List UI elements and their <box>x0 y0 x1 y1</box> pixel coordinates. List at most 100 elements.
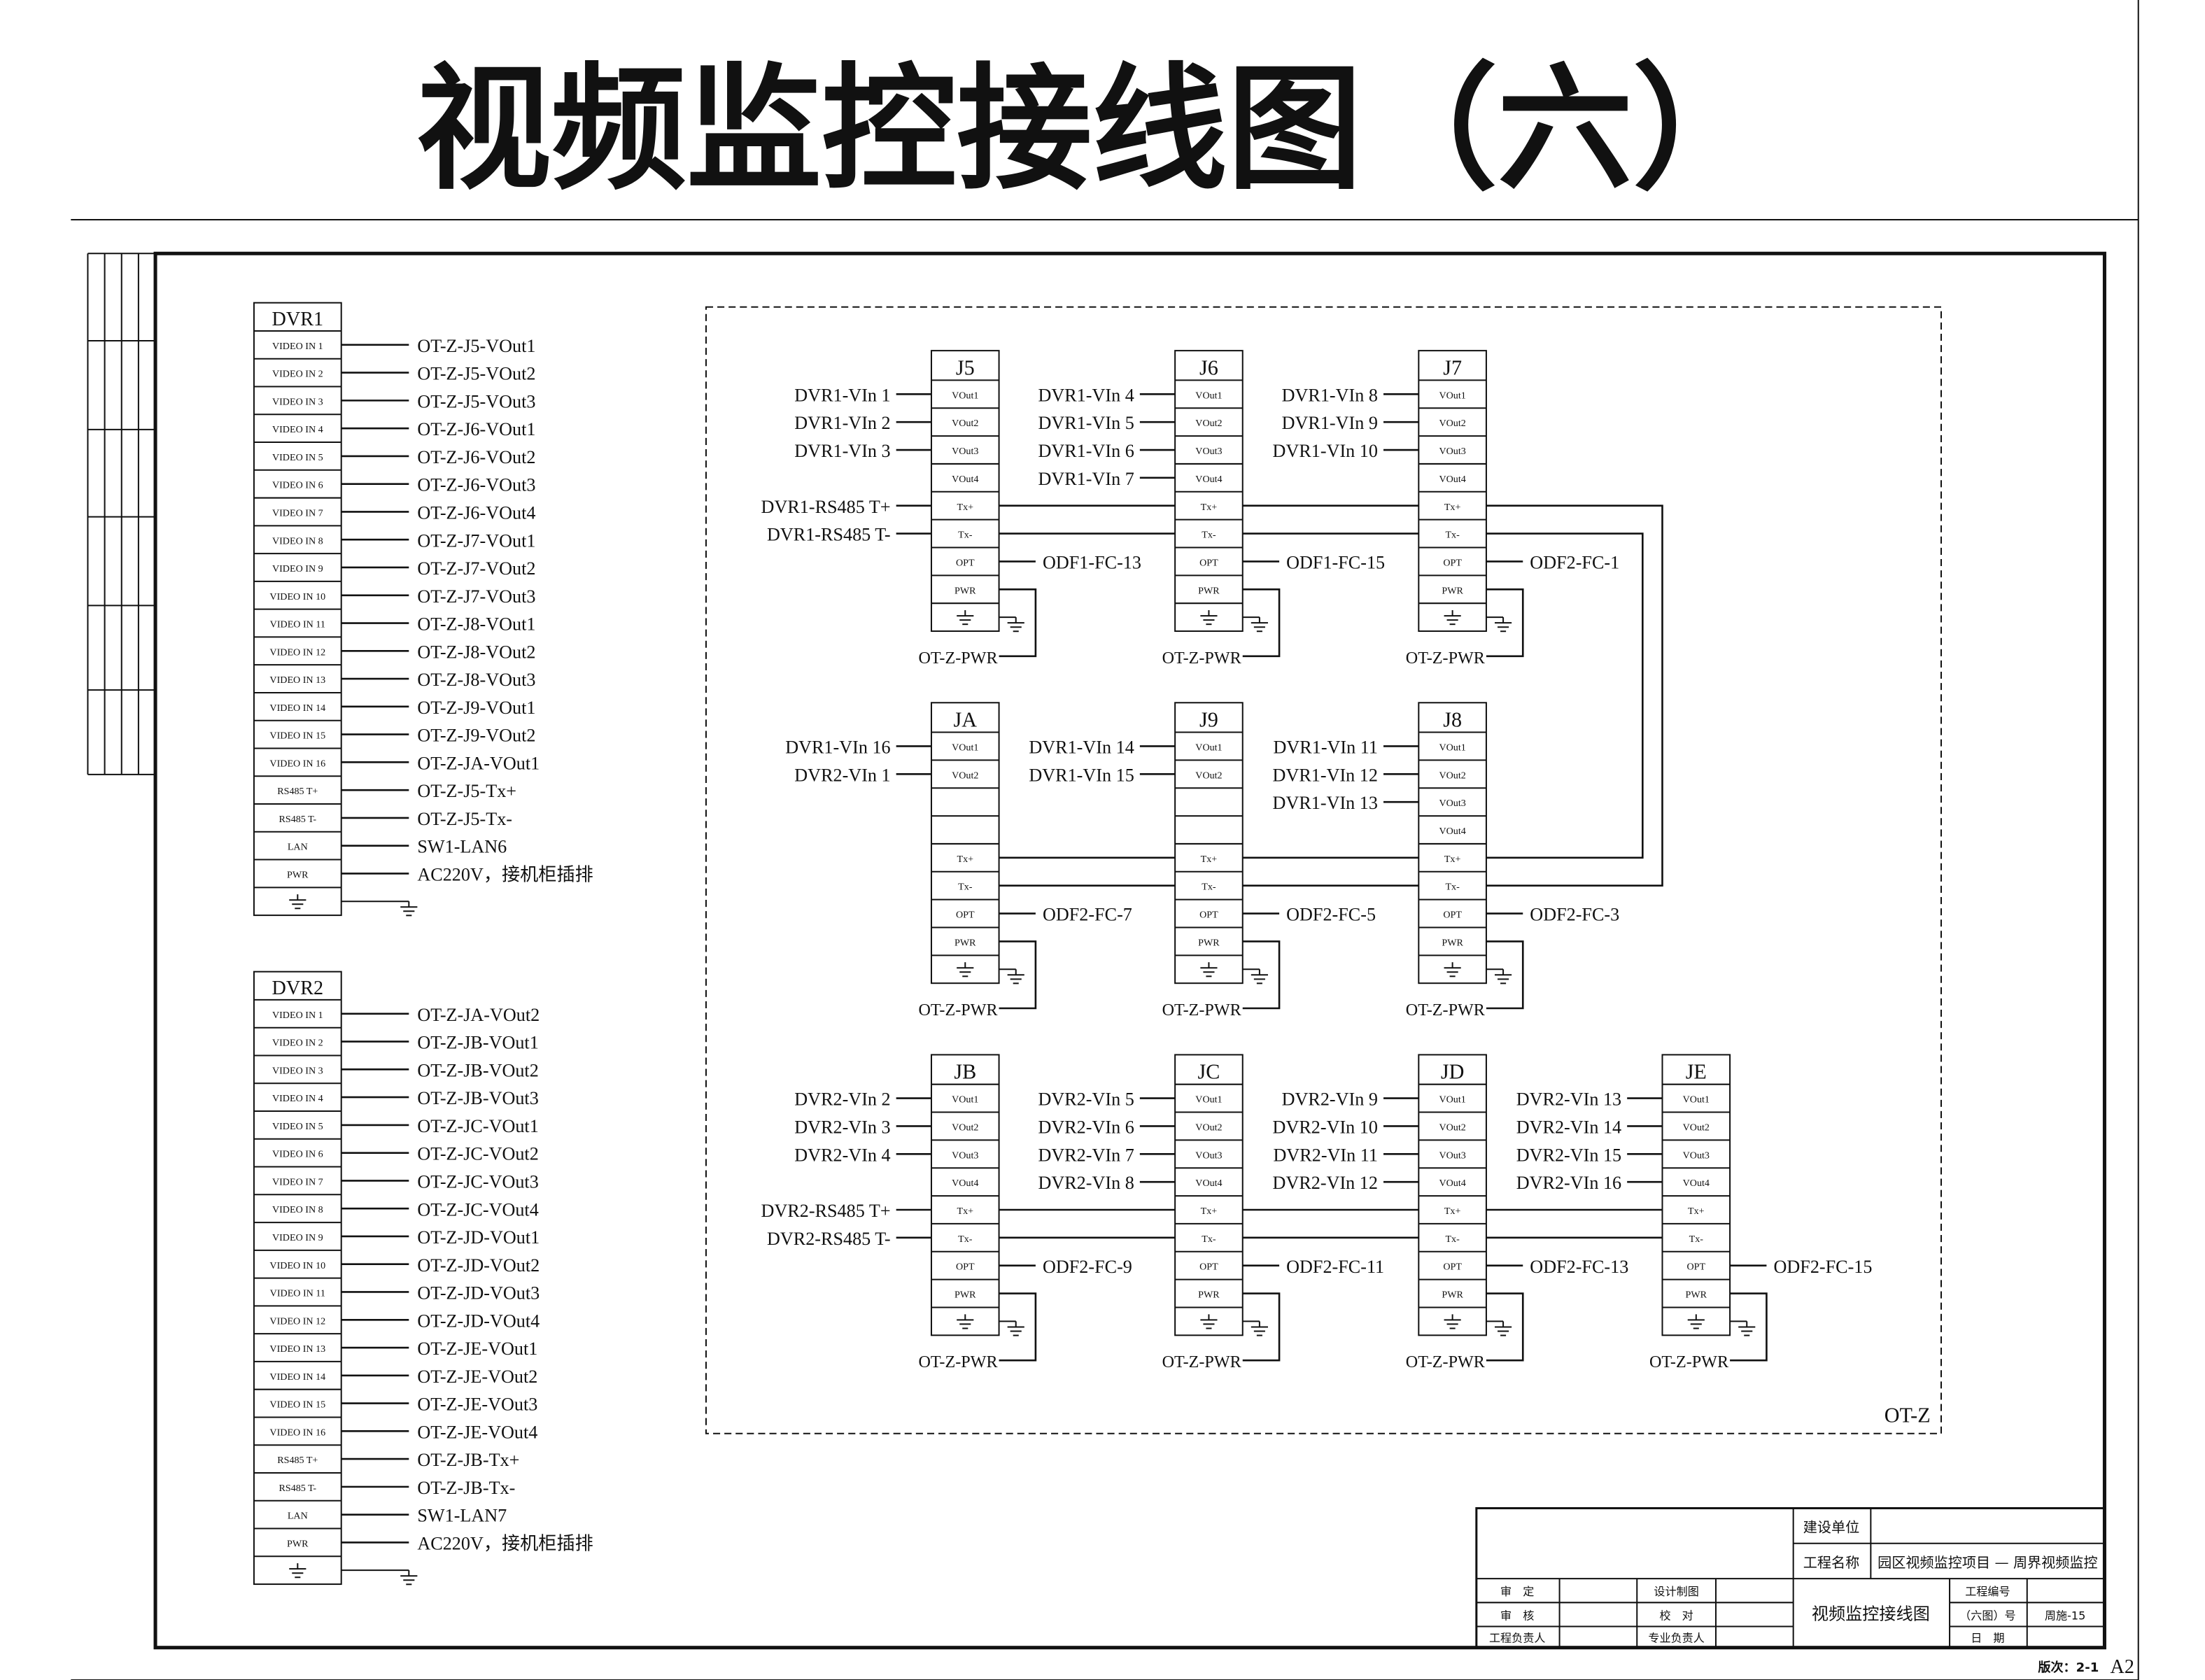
junction-box <box>930 1054 1000 1336</box>
opt-label: ODF2-FC-5 <box>1286 905 1376 925</box>
input-label: DVR1-VIn 3 <box>794 441 890 461</box>
junction-port-label: VOut1 <box>1683 1094 1710 1106</box>
dvr-port-label: RS485 T- <box>279 1483 317 1494</box>
dvr-port-label: PWR <box>287 869 309 880</box>
input-label: DVR1-VIn 8 <box>1282 385 1378 405</box>
junction-port-label: VOut1 <box>1195 742 1222 754</box>
junction-port-label: PWR <box>954 585 976 596</box>
opt-label: ODF2-FC-15 <box>1773 1257 1872 1277</box>
junction-port-label: VOut2 <box>952 1122 978 1133</box>
dvr-port-label: VIDEO IN 15 <box>269 730 325 742</box>
input-label: DVR1-VIn 13 <box>1273 793 1378 813</box>
junction-port-label: Tx- <box>1202 882 1216 893</box>
pwr-label: OT-Z-PWR <box>918 1001 998 1019</box>
ground-icon <box>1495 617 1512 633</box>
junction-port-label: Tx+ <box>957 854 973 865</box>
junction-name: J6 <box>1199 355 1218 379</box>
junction-port-label: Tx- <box>1689 1234 1704 1245</box>
junction-port-label: VOut1 <box>952 1094 978 1106</box>
junction-box <box>1174 702 1244 984</box>
connection-label: OT-Z-J9-VOut1 <box>417 698 535 718</box>
dvr-port-label: VIDEO IN 13 <box>269 675 325 686</box>
dvr-port-label: VIDEO IN 14 <box>269 1371 325 1383</box>
junction-port-label: PWR <box>1198 937 1220 948</box>
junction-port-label: VOut2 <box>952 770 978 781</box>
pwr-label: OT-Z-PWR <box>1162 1001 1242 1019</box>
connection-label: OT-Z-JB-Tx+ <box>417 1450 519 1470</box>
junction-port-label: Tx+ <box>1444 854 1461 865</box>
ground-icon <box>1251 617 1268 633</box>
project-lead-label: 工程负责人 <box>1489 1632 1545 1645</box>
dvr-port-label: VIDEO IN 2 <box>272 369 323 380</box>
input-label: DVR1-VIn 14 <box>1029 737 1134 758</box>
junction-port-label: VOut4 <box>1195 474 1222 485</box>
project-label: 工程名称 <box>1803 1554 1859 1571</box>
junction-name: JB <box>954 1060 976 1084</box>
junction-port-label: OPT <box>956 1262 975 1273</box>
connection-label: SW1-LAN7 <box>417 1506 507 1526</box>
pwr-label: OT-Z-PWR <box>1406 1001 1486 1019</box>
junction-port-label: OPT <box>1199 1262 1218 1273</box>
connection-label: OT-Z-J5-Tx+ <box>417 781 516 801</box>
input-label: DVR1-VIn 11 <box>1274 737 1378 758</box>
input-label: DVR2-RS485 T+ <box>761 1201 891 1221</box>
connection-label: AC220V，接机柜插排 <box>417 865 593 885</box>
pwr-wire <box>999 1292 1037 1362</box>
opt-label: ODF1-FC-13 <box>1043 552 1141 572</box>
version-label: 版次：2-1 <box>2038 1660 2099 1675</box>
junction-port-label: VOut3 <box>1439 798 1465 809</box>
dvr-port-label: VIDEO IN 15 <box>269 1399 325 1411</box>
junction-box <box>930 350 1000 633</box>
ground-icon <box>1200 962 1218 977</box>
design-label: 设计制图 <box>1654 1585 1698 1598</box>
drawing-title: 视频监控接线图 <box>1812 1604 1930 1623</box>
connection-label: OT-Z-J8-VOut1 <box>417 614 535 635</box>
junction-port-label: VOut1 <box>1439 742 1465 754</box>
dvr-port-label: VIDEO IN 14 <box>269 703 325 714</box>
dvr-port-label: VIDEO IN 13 <box>269 1343 325 1355</box>
dvr-port-label: VIDEO IN 11 <box>270 1288 325 1299</box>
page-title: 视频监控接线图（六） <box>416 56 1768 206</box>
input-label: DVR2-VIn 9 <box>1282 1089 1378 1110</box>
junction-box <box>1418 1054 1487 1336</box>
connection-label: OT-Z-JE-VOut1 <box>417 1339 537 1359</box>
ground-icon <box>400 901 418 917</box>
junction-port-label: VOut4 <box>952 1178 978 1189</box>
pwr-wire <box>1242 940 1281 1010</box>
dvr-port-label: VIDEO IN 4 <box>272 1093 323 1104</box>
discipline-lead-label: 专业负责人 <box>1648 1632 1704 1645</box>
pwr-wire <box>1242 588 1281 658</box>
junction-port-label: VOut3 <box>1439 1150 1465 1161</box>
junction-port-label: VOut3 <box>1195 446 1222 457</box>
pwr-label: OT-Z-PWR <box>1162 1353 1242 1371</box>
opt-label: ODF1-FC-15 <box>1286 552 1385 572</box>
check-label: 校 对 <box>1659 1609 1693 1622</box>
ground-icon <box>1444 962 1461 977</box>
connection-label: OT-Z-JB-VOut3 <box>417 1088 538 1108</box>
junction-port-label: OPT <box>1199 910 1218 921</box>
connection-label: OT-Z-J6-VOut2 <box>417 447 535 467</box>
junction-port-label: VOut3 <box>952 446 978 457</box>
connection-label: OT-Z-J5-VOut3 <box>417 391 535 411</box>
client-label: 建设单位 <box>1803 1519 1859 1536</box>
dvr-port-label: VIDEO IN 3 <box>272 1065 323 1076</box>
connection-label: SW1-LAN6 <box>417 837 507 857</box>
dvr-port-label: RS485 T+ <box>277 1455 318 1466</box>
pwr-label: OT-Z-PWR <box>1406 649 1486 668</box>
junction-port-label: VOut2 <box>1195 418 1222 429</box>
junction-port-label: VOut2 <box>1439 770 1465 781</box>
opt-label: ODF2-FC-11 <box>1286 1257 1384 1277</box>
junction-port-label: OPT <box>1686 1262 1705 1273</box>
dvr-port-label: VIDEO IN 11 <box>270 619 325 630</box>
input-label: DVR1-VIn 1 <box>794 385 890 405</box>
dvr-port-label: RS485 T+ <box>277 786 318 797</box>
connection-label: OT-Z-JD-VOut2 <box>417 1255 540 1276</box>
pwr-label: OT-Z-PWR <box>918 1353 998 1371</box>
junction-port-label: VOut4 <box>1683 1178 1710 1189</box>
junction-port-label: VOut1 <box>1195 390 1222 401</box>
connection-label: OT-Z-J7-VOut1 <box>417 530 535 551</box>
junction-port-label: VOut1 <box>952 742 978 754</box>
pwr-label: OT-Z-PWR <box>918 649 998 668</box>
